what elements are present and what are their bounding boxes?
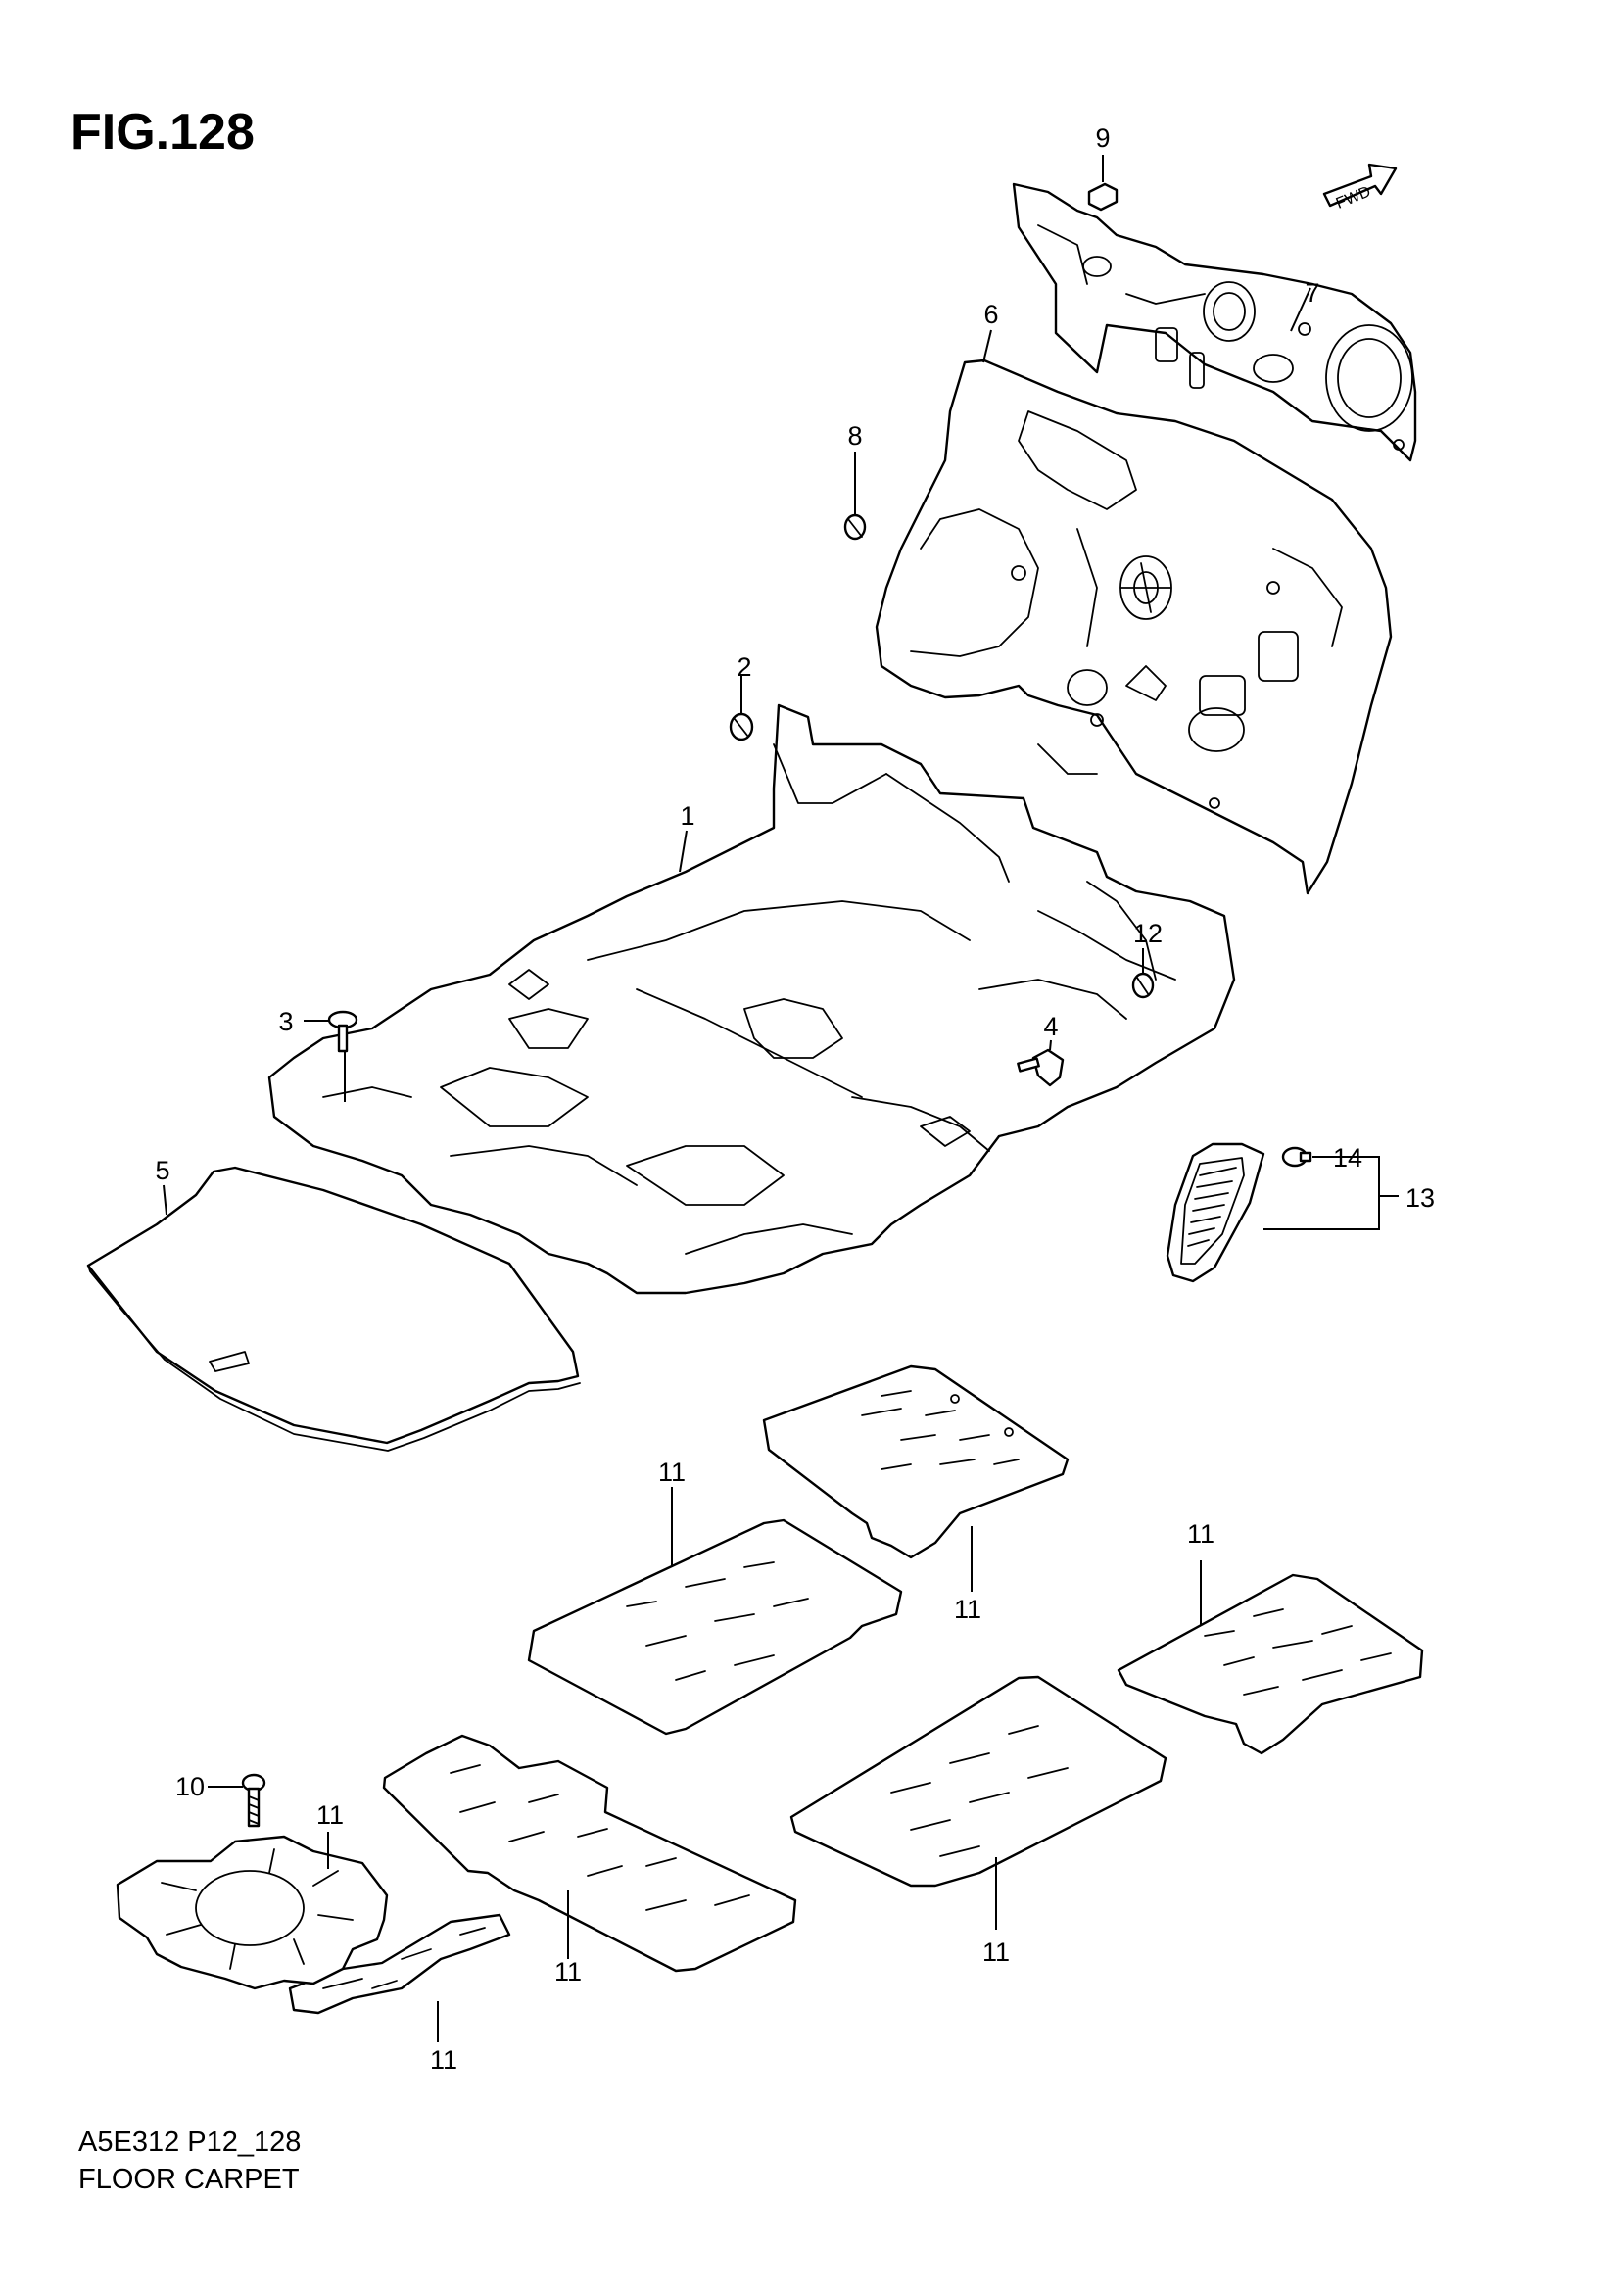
part-13-foot-rest: [1166, 1142, 1265, 1283]
callout-11-d: 11: [982, 1937, 1010, 1967]
part-4-pin-icon: [1017, 1048, 1065, 1087]
part-11-spare-cover: [116, 1835, 389, 1990]
part-2-clip-icon: [729, 712, 754, 741]
callout-11-b: 11: [954, 1595, 981, 1624]
part-10-bolt-icon: [241, 1773, 266, 1828]
part-3-pin-icon: [327, 1010, 358, 1053]
leader-lines: [163, 155, 1399, 2042]
figure-title: FIG.128: [71, 104, 255, 161]
figure-name: FLOOR CARPET: [78, 2164, 300, 2195]
part-7-dash-silencer: [1012, 182, 1417, 462]
part-11-mat-e: [382, 1734, 797, 1973]
callout-9: 9: [1095, 123, 1110, 153]
callout-11-g: 11: [430, 2045, 457, 2075]
callout-12: 12: [1133, 919, 1163, 948]
part-11-mat-c: [1117, 1573, 1424, 1755]
callout-2: 2: [737, 652, 751, 682]
callout-11-c: 11: [1187, 1519, 1214, 1549]
part-11-mat-a: [762, 1364, 1070, 1559]
callout-11-a: 11: [658, 1458, 686, 1487]
part-9-nut-icon: [1087, 182, 1119, 212]
callout-11-e: 11: [554, 1957, 582, 1986]
callouts: 9 7 6 8 2 1 12 3 4 5 14 13 11 11 11 11 1…: [155, 123, 1435, 2075]
callout-3: 3: [278, 1007, 293, 1036]
forward-arrow-icon: FWD: [1322, 163, 1398, 213]
part-6-dash-insulator: [875, 359, 1393, 895]
callout-14: 14: [1333, 1143, 1362, 1172]
callout-13: 13: [1405, 1183, 1435, 1213]
callout-10: 10: [175, 1772, 205, 1801]
part-12-clip-icon: [1131, 972, 1155, 999]
part-11-mat-b: [527, 1518, 903, 1736]
part-11-mat-f: [288, 1913, 511, 2015]
callout-7: 7: [1305, 278, 1319, 308]
callout-8: 8: [847, 421, 862, 451]
callout-1: 1: [680, 801, 694, 831]
part-8-clip-icon: [843, 513, 867, 541]
figure-code: A5E312 P12_128: [78, 2127, 301, 2158]
part-11-mat-d: [789, 1675, 1167, 1888]
callout-6: 6: [983, 300, 998, 329]
part-5-luggage-mat: [86, 1166, 581, 1452]
part-14-clip-icon: [1281, 1146, 1312, 1168]
callout-5: 5: [155, 1156, 169, 1185]
callout-11-f: 11: [316, 1800, 344, 1830]
callout-4: 4: [1043, 1012, 1058, 1041]
part-1-floor-carpet: [267, 703, 1236, 1295]
